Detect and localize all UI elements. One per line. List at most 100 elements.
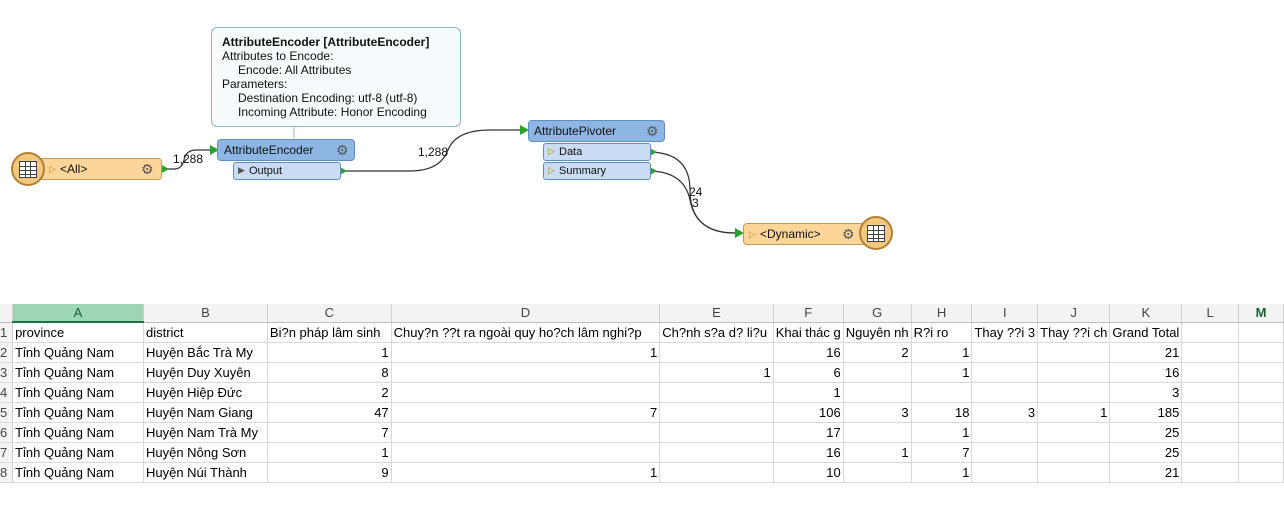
cell[interactable]	[1037, 382, 1111, 403]
cell[interactable]: 1	[267, 342, 392, 363]
cell[interactable]: Thay ??i 3	[971, 322, 1039, 343]
cell[interactable]: 16	[1109, 362, 1183, 383]
cell[interactable]	[1181, 462, 1239, 483]
cell[interactable]	[1238, 402, 1284, 423]
column-header[interactable]: D	[391, 304, 661, 323]
cell[interactable]: Tỉnh Quảng Nam	[12, 462, 144, 483]
cell[interactable]: Tỉnh Quảng Nam	[12, 422, 144, 443]
column-header[interactable]: E	[659, 304, 774, 323]
cell[interactable]	[1037, 362, 1111, 383]
cell[interactable]: 1	[1037, 402, 1111, 423]
cell[interactable]: 10	[773, 462, 844, 483]
column-header[interactable]: B	[143, 304, 268, 323]
row-number[interactable]: 5	[0, 402, 14, 423]
column-header[interactable]: J	[1037, 304, 1111, 323]
cell[interactable]: Tỉnh Quảng Nam	[12, 402, 144, 423]
cell[interactable]: Tỉnh Quảng Nam	[12, 382, 144, 403]
cell[interactable]: 7	[267, 422, 392, 443]
cell[interactable]: Bi?n pháp lâm sinh	[267, 322, 392, 343]
cell[interactable]: 25	[1109, 442, 1183, 463]
row-number[interactable]: 1	[0, 322, 14, 343]
cell[interactable]: Huyện Nông Sơn	[143, 442, 268, 463]
cell[interactable]	[1037, 342, 1111, 363]
column-header[interactable]: H	[911, 304, 973, 323]
row-number[interactable]: 3	[0, 362, 14, 383]
column-header[interactable]: A	[12, 304, 144, 323]
cell[interactable]: Huyện Duy Xuyên	[143, 362, 268, 383]
column-header[interactable]: C	[267, 304, 392, 323]
cell[interactable]: Tỉnh Quảng Nam	[12, 362, 144, 383]
column-header[interactable]: F	[773, 304, 844, 323]
cell[interactable]	[971, 362, 1039, 383]
cell[interactable]	[843, 462, 912, 483]
cell[interactable]	[1238, 442, 1284, 463]
gear-icon[interactable]: ⚙	[141, 161, 154, 177]
cell[interactable]	[1181, 382, 1239, 403]
cell[interactable]: 3	[1109, 382, 1183, 403]
cell[interactable]	[971, 382, 1039, 403]
cell[interactable]	[971, 442, 1039, 463]
cell[interactable]: 1	[391, 462, 661, 483]
cell[interactable]: Huyện Bắc Trà My	[143, 342, 268, 363]
cell[interactable]: 185	[1109, 402, 1183, 423]
cell[interactable]	[1181, 422, 1239, 443]
gear-icon[interactable]: ⚙	[336, 142, 349, 158]
cell[interactable]	[1238, 322, 1284, 343]
column-header[interactable]: I	[971, 304, 1039, 323]
attribute-pivoter-node[interactable]: AttributePivoter ⚙	[528, 120, 665, 142]
row-number[interactable]: 7	[0, 442, 14, 463]
cell[interactable]	[1238, 382, 1284, 403]
attribute-encoder-node[interactable]: AttributeEncoder ⚙	[217, 139, 355, 161]
cell[interactable]: 9	[267, 462, 392, 483]
cell[interactable]: 1	[773, 382, 844, 403]
cell[interactable]	[1238, 462, 1284, 483]
expand-arrow-icon[interactable]: ▷	[49, 164, 56, 174]
cell[interactable]: 1	[391, 342, 661, 363]
cell[interactable]: 1	[659, 362, 774, 383]
cell[interactable]: Thay ??i ch	[1037, 322, 1111, 343]
cell[interactable]	[1181, 362, 1239, 383]
cell[interactable]: 2	[267, 382, 392, 403]
column-header[interactable]: L	[1181, 304, 1239, 323]
cell[interactable]: province	[12, 322, 144, 343]
cell[interactable]	[1238, 362, 1284, 383]
cell[interactable]: Tỉnh Quảng Nam	[12, 342, 144, 363]
cell[interactable]	[1181, 402, 1239, 423]
cell[interactable]: 16	[773, 442, 844, 463]
gear-icon[interactable]: ⚙	[646, 123, 659, 139]
cell[interactable]	[659, 382, 774, 403]
cell[interactable]: 8	[267, 362, 392, 383]
cell[interactable]: Grand Total	[1109, 322, 1183, 343]
cell[interactable]	[971, 422, 1039, 443]
cell[interactable]: Ch?nh s?a d? li?u	[659, 322, 774, 343]
cell[interactable]: Huyện Nam Trà My	[143, 422, 268, 443]
cell[interactable]: Tỉnh Quảng Nam	[12, 442, 144, 463]
cell[interactable]: 18	[911, 402, 973, 423]
row-number[interactable]: 2	[0, 342, 14, 363]
corner-cell[interactable]	[0, 304, 14, 323]
row-number[interactable]: 6	[0, 422, 14, 443]
cell[interactable]: 1	[911, 362, 973, 383]
expand-arrow-icon[interactable]: ▷	[749, 229, 756, 239]
cell[interactable]	[391, 422, 661, 443]
summary-port[interactable]: ▷ Summary	[543, 162, 651, 180]
cell[interactable]	[1238, 422, 1284, 443]
cell[interactable]	[1037, 422, 1111, 443]
cell[interactable]	[1181, 342, 1239, 363]
cell[interactable]: 16	[773, 342, 844, 363]
output-port[interactable]: ▶ Output	[233, 162, 341, 180]
cell[interactable]	[659, 462, 774, 483]
gear-icon[interactable]: ⚙	[842, 226, 855, 242]
cell[interactable]: 1	[911, 462, 973, 483]
cell[interactable]: 2	[843, 342, 912, 363]
cell[interactable]: 6	[773, 362, 844, 383]
cell[interactable]	[1181, 322, 1239, 343]
cell[interactable]: 1	[267, 442, 392, 463]
cell[interactable]	[843, 422, 912, 443]
cell[interactable]	[391, 442, 661, 463]
cell[interactable]: district	[143, 322, 268, 343]
cell[interactable]: 1	[911, 422, 973, 443]
cell[interactable]: 47	[267, 402, 392, 423]
row-number[interactable]: 4	[0, 382, 14, 403]
cell[interactable]	[659, 422, 774, 443]
